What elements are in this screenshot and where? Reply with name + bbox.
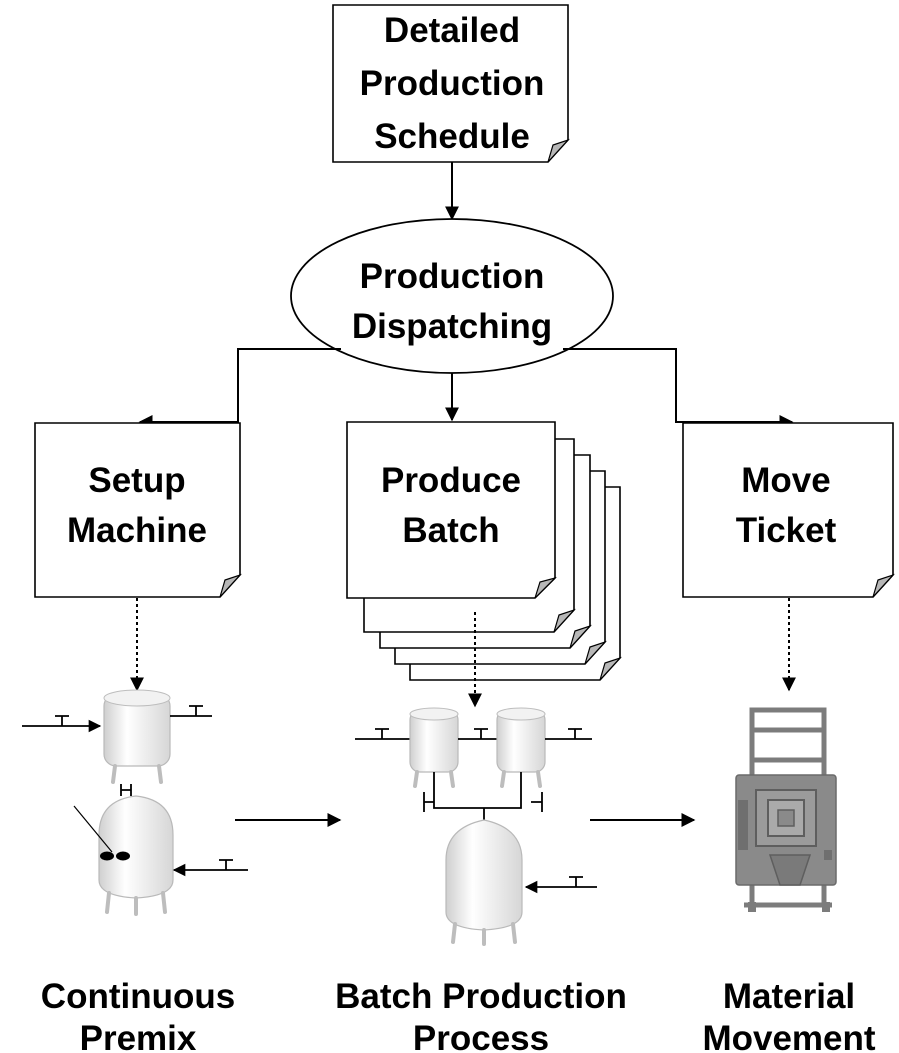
move-document: Move Ticket [682, 422, 895, 598]
schedule-line-3: Schedule [374, 117, 530, 156]
page-fold-icon [872, 573, 895, 598]
caption-batch-line-2: Process [413, 1019, 549, 1053]
page-fold-icon [534, 576, 558, 599]
schedule-document: Detailed Production Schedule [332, 4, 570, 163]
valve-icon [569, 876, 583, 887]
coupling-icon [120, 784, 132, 796]
tank-icon [103, 689, 171, 784]
valve-icon [355, 728, 410, 740]
page-fold-icon [219, 573, 242, 598]
continuous-premix-equipment [22, 689, 248, 916]
agitator-shaft [73, 805, 113, 853]
schedule-line-1: Detailed [384, 11, 520, 50]
valve-icon [55, 715, 69, 726]
caption-batch-line-1: Batch Production [335, 977, 627, 1016]
caption-continuous-line-1: Continuous [41, 977, 235, 1016]
page-fold-icon [553, 608, 576, 633]
tipper-machine-icon [735, 707, 837, 912]
tank-icon [496, 707, 546, 788]
valve-icon [458, 728, 497, 740]
dispatch-line-1: Production [360, 257, 545, 296]
batch-line-2: Batch [402, 511, 499, 550]
document-icon [34, 422, 241, 598]
document-icon [346, 421, 556, 599]
valve-icon [423, 792, 543, 812]
dispatch-node: Production Dispatching [290, 218, 614, 374]
batch-document-stack: Produce Batch [346, 421, 622, 681]
setup-line-1: Setup [88, 461, 185, 500]
caption-material-line-2: Movement [702, 1019, 875, 1053]
move-line-2: Ticket [736, 511, 837, 550]
tank-icon [409, 707, 459, 788]
page-fold-icon [547, 138, 570, 163]
page-fold-icon [599, 656, 622, 681]
schedule-line-2: Production [360, 64, 545, 103]
batch-process-equipment [355, 707, 597, 946]
page-fold-icon [584, 640, 607, 665]
arrow-dispatch-to-setup [138, 348, 341, 429]
mixer-blade [116, 851, 130, 861]
mixer-tank-icon [98, 795, 174, 916]
document-icon [682, 422, 894, 598]
caption-material-line-1: Material [723, 977, 855, 1016]
dispatch-line-2: Dispatching [352, 307, 552, 346]
move-line-1: Move [741, 461, 830, 500]
mixer-icon [100, 851, 114, 861]
transfer-pipe [433, 772, 522, 822]
reactor-tank-icon [445, 819, 523, 946]
caption-continuous-line-2: Premix [80, 1019, 197, 1053]
valve-icon [219, 859, 233, 870]
batch-line-1: Produce [381, 461, 521, 500]
valve-icon [545, 728, 592, 740]
setup-line-2: Machine [67, 511, 207, 550]
arrow-dispatch-to-move [563, 348, 794, 429]
setup-document: Setup Machine [34, 422, 242, 598]
valve-icon [170, 705, 212, 717]
page-fold-icon [569, 624, 592, 649]
